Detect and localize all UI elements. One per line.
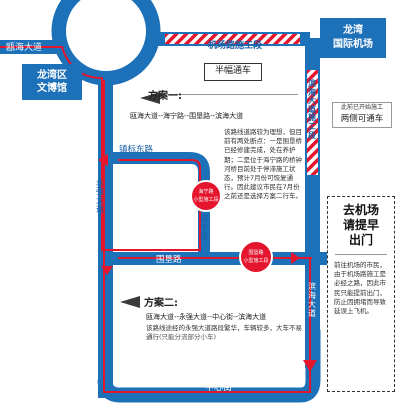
label-binhai-work: 滨海大道施工段 (308, 79, 316, 140)
notice-box: 去机场 请提早 出门 前往机场的市民，由于机场路施工是必经之路，因此市民只能提前… (327, 196, 395, 392)
route-arrow-3 (98, 154, 108, 166)
route-arrow-2 (291, 252, 300, 264)
place-wenbo: 龙湾区 文博馆 (22, 64, 82, 100)
construction-binhai (307, 70, 318, 175)
place-airport: 龙湾 国际机场 (320, 18, 386, 58)
route-line-1 (0, 46, 201, 251)
marker-weiyuan-line1: 围垦路 (248, 249, 263, 256)
plan-one-pointer (140, 92, 160, 104)
label-haining: 海宁路 (200, 214, 208, 241)
construction-jichang (165, 34, 300, 44)
plan-two-route: 瓯海大道--永强大道--中心街--滨海大道 (146, 313, 267, 321)
notice-title: 去机场 请提早 出门 (342, 203, 379, 247)
notice-body: 前往机场的市民，由于机场路施工是必经之路，因此市民只能提前出门，防止因拥堵而导致… (334, 261, 386, 316)
plan-two-desc: 该路线途经的永强大道路段繁华，车辆较多，大车不易通行 (146, 324, 302, 342)
marker-weiyuan (239, 240, 273, 274)
label-ouhai: 瓯海大道 (6, 41, 42, 53)
label-yongqiang: 永强大道 (96, 178, 104, 214)
marker-weiyuan-line2: 小型施工段 (243, 257, 268, 264)
plan-two-pointer (120, 296, 140, 308)
route-line-2 (103, 80, 311, 393)
badge-started: 此前已开始施工 (340, 104, 383, 111)
label-weiyuan: 围垦路 (156, 254, 182, 265)
label-zhenbiaodong: 镇标东路 (119, 144, 154, 155)
plan-two-desc-box: 该路线途经的永强大道路段繁华，车辆较多，大车不易通行(只能分流部分小车) (146, 324, 306, 350)
road-haining (113, 152, 210, 258)
badge-started-box: 此前已开始施工 两侧可通车 (332, 102, 392, 128)
road-yongqiang (98, 76, 113, 398)
road-zhongxin (97, 330, 321, 403)
label-binhai: 滨海大道 (308, 282, 316, 318)
plan-one-route: 瓯海大道--海宁路--围垦路--滨海大道 (130, 112, 244, 120)
badge-two-way: 两侧可通车 (340, 114, 384, 124)
plan-one-label: 方案一: (148, 91, 182, 102)
route-arrow-4 (303, 360, 317, 372)
plan-two-label: 方案二: (144, 298, 178, 309)
label-jichang: 机场路施工段 (208, 39, 263, 51)
badge-half-lane: 半幅通车 (204, 63, 262, 81)
plan-one-desc: 该路线道路较为理想，但目前有两处断点：一是围垦桥已经修建完成，处在养护期；二是位… (224, 128, 302, 201)
marker-haining (190, 180, 222, 212)
marker-haining-line1: 海宁路 (198, 188, 213, 195)
plan-two-note: (只能分流部分小车) (159, 333, 217, 342)
marker-haining-line2: 小型施工段 (193, 196, 218, 203)
route-arrow-1 (101, 266, 113, 275)
label-zhongxin: 中心街 (205, 381, 232, 393)
